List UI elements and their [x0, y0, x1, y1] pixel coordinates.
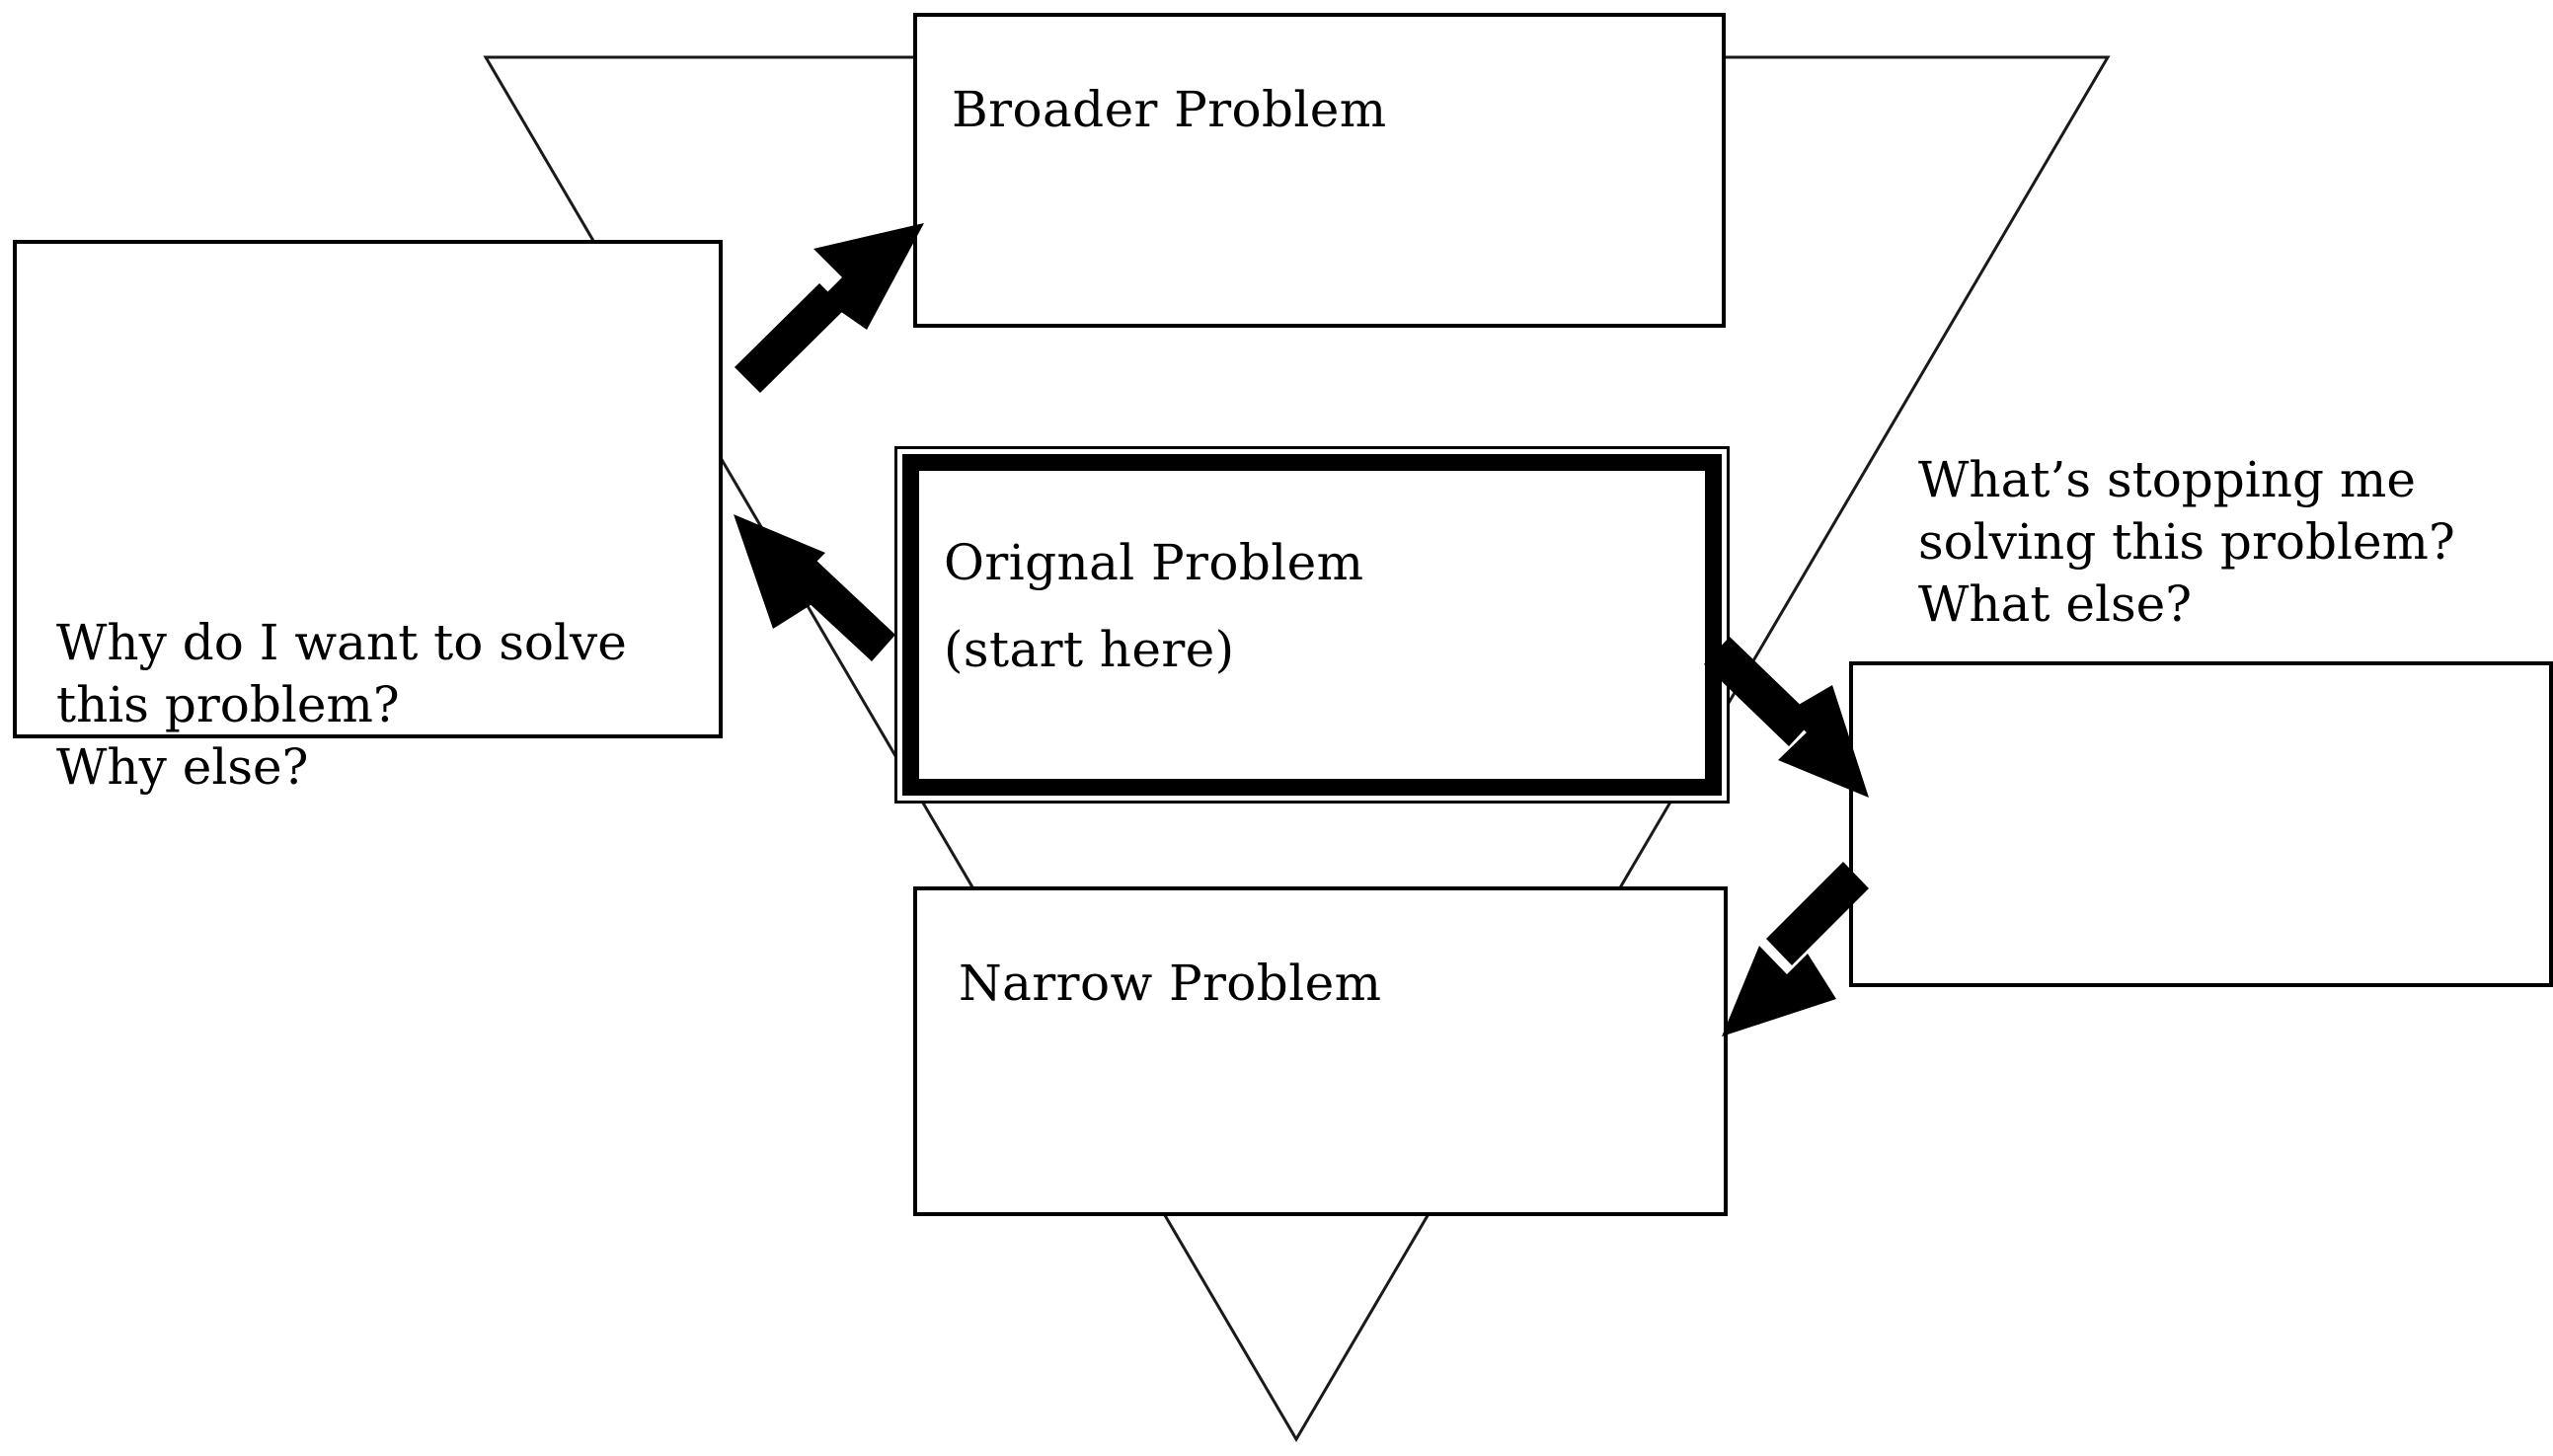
caption-why-questions: Why do I want to solve this problem? Why…: [56, 612, 627, 799]
arrow-to-stopping-box-upper: [1704, 637, 1869, 798]
arrow-to-stopping-box-lower: [1722, 862, 1869, 1036]
arrow-to-broader-problem-head: [813, 223, 924, 330]
arrow-to-why-box-head: [734, 514, 825, 629]
arrow-to-broader-problem: [735, 223, 924, 393]
arrow-to-stopping-box-upper-shaft: [1704, 637, 1815, 746]
caption-stopping-line-3: What else?: [1918, 575, 2193, 633]
caption-stopping-questions: What’s stopping me solving this problem?…: [1918, 449, 2455, 636]
box-why-answer[interactable]: [13, 240, 723, 738]
caption-stopping-line-1: What’s stopping me: [1918, 451, 2416, 508]
caption-why-line-3: Why else?: [56, 738, 309, 796]
box-original-problem-sublabel: (start here): [944, 621, 1235, 678]
box-original-problem[interactable]: Orignal Problem (start here): [894, 446, 1730, 804]
arrow-to-stopping-box-lower-shaft: [1766, 862, 1869, 965]
arrow-to-stopping-box-lower-head: [1722, 946, 1836, 1036]
arrow-to-broader-problem-shaft: [735, 283, 845, 393]
caption-stopping-line-2: solving this problem?: [1918, 513, 2455, 571]
box-original-problem-inner-border: Orignal Problem (start here): [902, 454, 1722, 796]
box-broader-problem[interactable]: Broader Problem: [913, 13, 1726, 328]
box-original-problem-label: Orignal Problem: [944, 534, 1364, 591]
box-narrow-problem-label: Narrow Problem: [959, 955, 1382, 1012]
arrow-to-why-box-shaft: [790, 558, 895, 661]
arrow-to-why-box: [734, 514, 895, 661]
box-narrow-problem[interactable]: Narrow Problem: [913, 886, 1728, 1216]
box-stopping-answer[interactable]: [1849, 661, 2553, 987]
arrow-to-stopping-box-upper-head: [1778, 685, 1869, 798]
caption-why-line-1: Why do I want to solve: [56, 614, 627, 671]
caption-why-line-2: this problem?: [56, 676, 400, 733]
box-broader-problem-label: Broader Problem: [952, 81, 1387, 138]
